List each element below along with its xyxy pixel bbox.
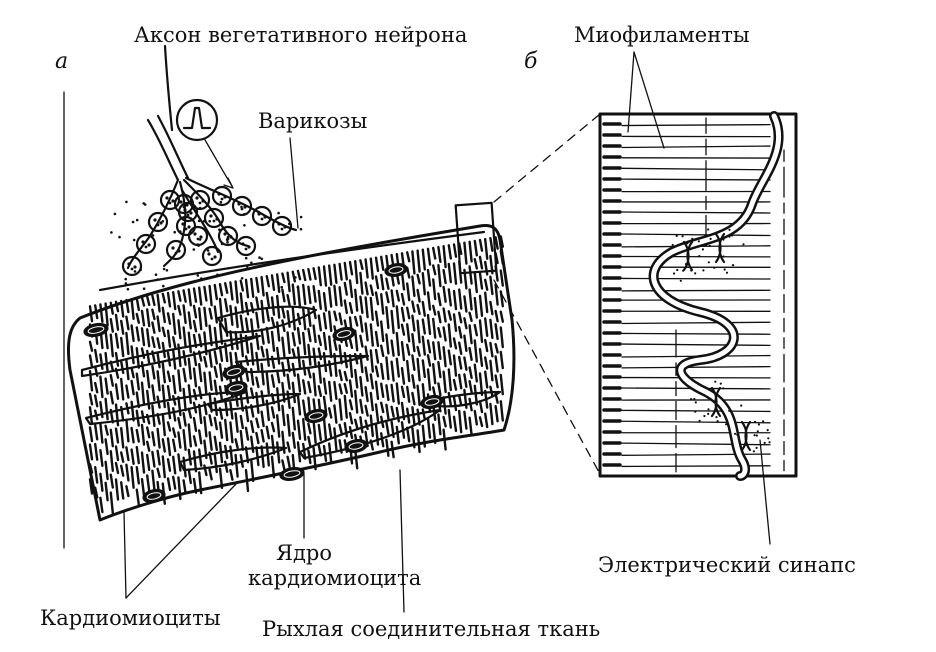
cardiomyocytes-label: Кардиомиоциты: [40, 606, 221, 630]
varicosities-label: Варикозы: [258, 109, 367, 133]
connective-tissue-bands: [80, 230, 502, 472]
zoom-region-marker: [454, 201, 498, 275]
gap-junctions: [682, 232, 752, 452]
nucleus-label-line1: Ядро: [276, 541, 332, 565]
connective-tissue-label: Рыхлая соединительная ткань: [262, 617, 600, 641]
leader-connective-tissue: [399, 469, 405, 613]
myofilament-lines: [602, 117, 785, 473]
gap-junction-particles: [671, 228, 771, 453]
panel-b-label: б: [524, 49, 538, 74]
myofilaments-label: Миофиламенты: [574, 23, 750, 47]
leader-cardiomyocytes-1: [123, 511, 127, 599]
panel-a-label: а: [55, 49, 68, 74]
cardiac-tissue: [66, 224, 516, 522]
striations: [88, 235, 504, 515]
magnified-panel: [598, 111, 798, 481]
leader-myofilaments-1: [627, 51, 635, 133]
axon-label: Аксон вегетативного нейрона: [134, 23, 467, 47]
nuclei: [83, 263, 444, 504]
leader-electrical-synapse: [759, 439, 771, 545]
action-potential-icon: [175, 98, 234, 189]
zoom-line-bottom: [493, 279, 601, 475]
leader-myofilaments-2: [633, 51, 665, 149]
nucleus-label-line2: кардиомиоцита: [248, 566, 421, 590]
electrical-synapse-label: Электрический синапс: [598, 553, 856, 577]
leader-varicosities: [289, 137, 299, 229]
varicosity-cluster: [110, 176, 303, 291]
leader-cardiomyocytes-2: [125, 483, 237, 599]
leader-lines: [123, 51, 771, 613]
intercalated-disc: [648, 111, 784, 481]
zoom-line-top: [493, 113, 601, 203]
axon: [146, 44, 190, 182]
